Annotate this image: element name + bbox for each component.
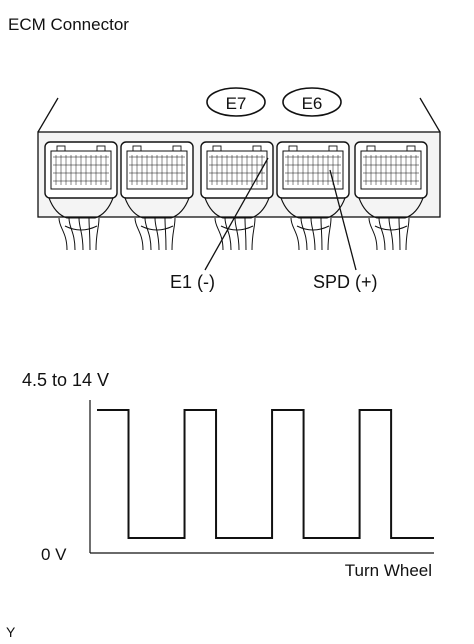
waveform-x-caption: Turn Wheel [345, 561, 432, 580]
e1-probe-line [204, 157, 269, 271]
footer-code: Y [6, 624, 16, 640]
spd-probe-line [329, 169, 357, 271]
connector-row [44, 141, 428, 219]
connector-tag-e6: E6 [282, 87, 342, 117]
connector-block-3 [200, 141, 274, 219]
wire-bundle-1 [58, 217, 100, 251]
waveform-low-label: 0 V [41, 545, 67, 564]
wire-bundle-2 [134, 217, 176, 251]
svg-text:E6: E6 [302, 94, 323, 113]
connector-block-1 [44, 141, 118, 219]
connector-pin-grid [285, 155, 341, 185]
svg-text:E7: E7 [226, 94, 247, 113]
wire-bundle-4 [290, 217, 332, 251]
connector-pin-grid [129, 155, 185, 185]
wire-harness [58, 217, 410, 251]
diagram-title: ECM Connector [8, 15, 129, 34]
spd-pin-label: SPD (+) [313, 272, 378, 292]
connector-pin-grid [53, 155, 109, 185]
connector-block-5 [354, 141, 428, 219]
connector-block-2 [120, 141, 194, 219]
e1-pin-label: E1 (-) [170, 272, 215, 292]
connector-tag-e7: E7 [206, 87, 266, 117]
connector-pin-grid [209, 155, 265, 185]
wire-bundle-5 [368, 217, 410, 251]
waveform-trace [97, 409, 434, 539]
waveform-high-label: 4.5 to 14 V [22, 370, 109, 390]
connector-pin-grid [363, 155, 419, 185]
wire-bundle-3 [214, 217, 256, 251]
waveform-graph: 4.5 to 14 V 0 V Turn Wheel [22, 370, 434, 580]
